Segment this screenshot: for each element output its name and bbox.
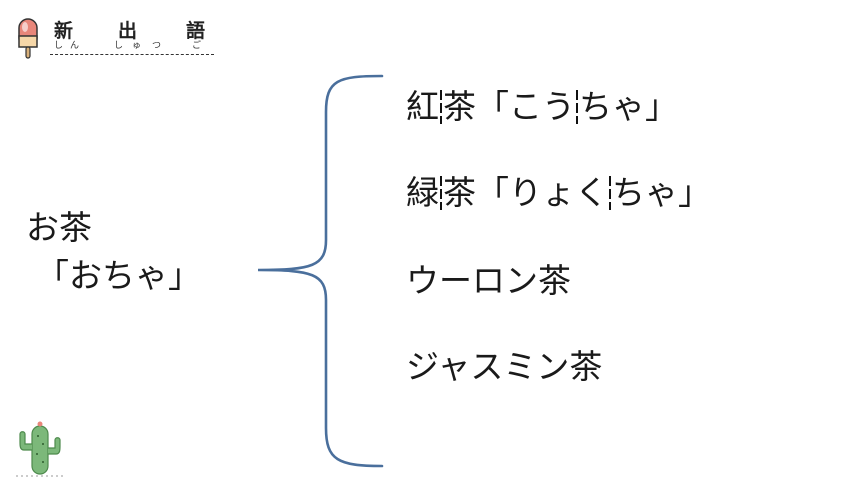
popsicle-icon — [18, 18, 38, 59]
item-part: ジャスミン茶 — [406, 347, 603, 386]
ruby-char: つ — [152, 41, 162, 51]
ruby-char: ん — [70, 41, 80, 51]
ruby-char: ご — [192, 41, 202, 51]
item-part: ちゃ」 — [612, 173, 711, 212]
section-header: 新 出 語 し ん し ゅ つ ご — [16, 14, 216, 59]
tea-item-black: 紅茶「こうちゃ」 — [406, 80, 678, 128]
curly-brace — [257, 74, 384, 468]
ruby-char: し — [54, 41, 64, 51]
item-part: 茶「りょく — [443, 173, 608, 212]
item-part: 緑 — [406, 173, 439, 212]
item-part: 茶「こう — [443, 87, 575, 126]
header-ruby: し ん し ゅ つ ご — [52, 38, 212, 52]
item-part: ウーロン茶 — [406, 261, 571, 300]
term-text: お茶 — [26, 208, 92, 247]
header-title: 新 出 語 — [52, 16, 212, 58]
tea-item-oolong: ウーロン茶 — [406, 254, 571, 302]
item-part: ちゃ」 — [579, 87, 678, 126]
syllable-separator — [609, 176, 611, 210]
ruby-char: ゅ — [132, 41, 142, 51]
tea-item-jasmine: ジャスミン茶 — [406, 340, 602, 388]
header-char: 新 — [54, 20, 74, 42]
header-underline — [50, 54, 214, 55]
syllable-separator — [440, 176, 442, 210]
tea-item-green: 緑茶「りょくちゃ」 — [406, 166, 711, 214]
term-group: お茶 「おちゃ」 — [26, 204, 201, 300]
header-char: 出 — [118, 20, 138, 42]
ruby-char: し — [114, 41, 124, 51]
syllable-separator — [576, 90, 578, 124]
term-reading: 「おちゃ」 — [36, 256, 201, 295]
cactus-icon — [16, 421, 64, 477]
item-part: 紅 — [406, 87, 439, 126]
header-char: 語 — [186, 20, 206, 42]
syllable-separator — [440, 90, 442, 124]
